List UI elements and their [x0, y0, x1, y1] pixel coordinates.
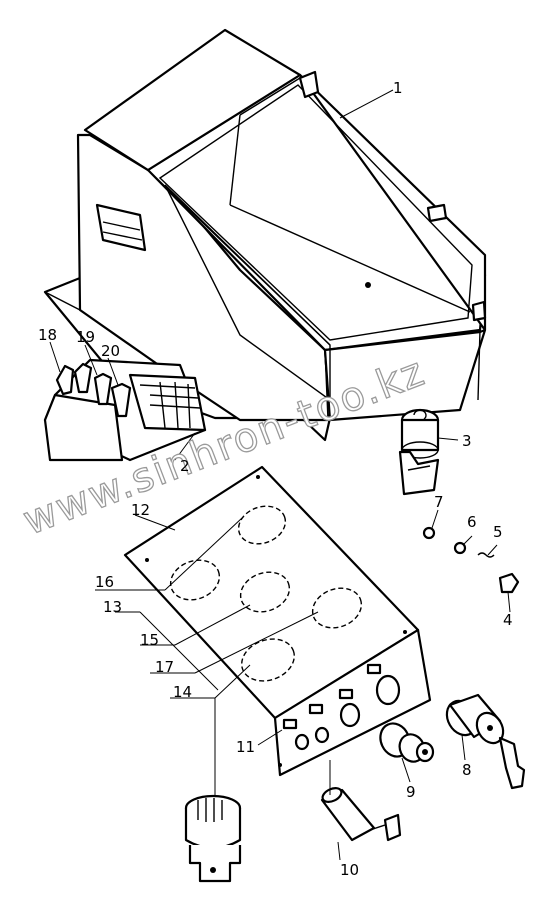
part-18-fuse	[55, 362, 93, 396]
callout-6: 6	[467, 513, 477, 531]
callout-16: 16	[95, 573, 114, 591]
callout-7: 7	[434, 493, 444, 511]
part-1-housing	[43, 28, 487, 442]
part-3-relay	[398, 408, 440, 496]
part-10-connector	[320, 787, 402, 842]
part-5-spring	[477, 552, 495, 558]
part-14-meter	[184, 794, 242, 883]
leader-lines	[49, 89, 511, 861]
callout-1: 1	[393, 79, 403, 97]
callout-18: 18	[38, 326, 57, 344]
part-6-washer	[453, 541, 467, 555]
control-panel	[123, 465, 432, 777]
part-7-washer	[422, 526, 436, 540]
callout-2: 2	[180, 457, 190, 475]
callout-19: 19	[76, 328, 95, 346]
callout-10: 10	[340, 861, 359, 879]
callout-15: 15	[140, 631, 159, 649]
callout-17: 17	[155, 658, 174, 676]
part-9-lamp	[379, 722, 435, 763]
callout-13: 13	[103, 598, 122, 616]
callout-3: 3	[462, 432, 472, 450]
callout-8: 8	[462, 761, 472, 779]
part-19-fuse	[93, 372, 113, 406]
part-20-fuse	[110, 382, 132, 418]
callout-12: 12	[131, 501, 150, 519]
part-8-switch	[445, 693, 526, 790]
part-4-knob	[498, 572, 520, 594]
callout-20: 20	[101, 342, 120, 360]
callout-5: 5	[493, 523, 503, 541]
callout-9: 9	[406, 783, 416, 801]
callout-11: 11	[236, 738, 255, 756]
callout-4: 4	[503, 611, 513, 629]
callout-14: 14	[173, 683, 192, 701]
